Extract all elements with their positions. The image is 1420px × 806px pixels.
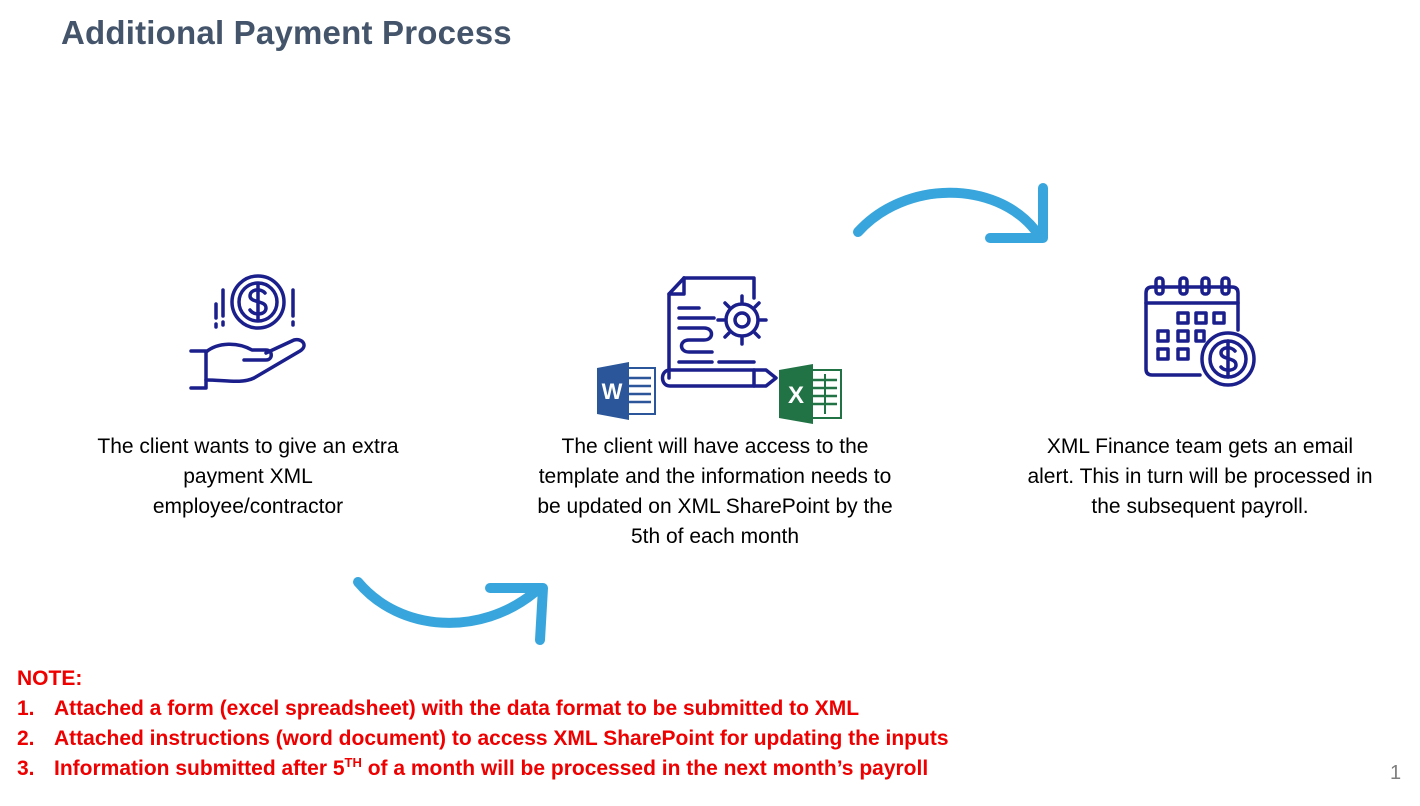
step-2-line: 5th of each month xyxy=(630,525,800,548)
step-3-description: XML Finance team gets an email alert. Th… xyxy=(1000,432,1400,522)
note-item-text: Attached instructions (word document) to… xyxy=(54,727,949,750)
note-item-number: 1. xyxy=(17,697,35,720)
excel-icon: X xyxy=(779,364,843,424)
note-item-number: 2. xyxy=(17,727,35,750)
note-item-text: Information submitted after 5TH of a mon… xyxy=(54,754,928,784)
step-1-line: payment XML xyxy=(183,465,313,488)
note-item: 2. Attached instructions (word document)… xyxy=(17,724,949,754)
note-item-text-after: of a month will be processed in the next… xyxy=(361,757,929,780)
step-2-line: be updated on XML SharePoint by the xyxy=(537,495,893,518)
note-section: NOTE: 1. Attached a form (excel spreadsh… xyxy=(17,664,949,784)
note-heading: NOTE: xyxy=(17,667,83,690)
hand-holding-dollar-icon xyxy=(186,270,311,395)
step-2-line: template and the information needs to xyxy=(538,465,892,488)
note-item-text-before: Information submitted after 5 xyxy=(54,757,345,780)
step-3-line: XML Finance team gets an email xyxy=(1046,435,1354,458)
word-letter: W xyxy=(602,379,623,404)
step-1-description: The client wants to give an extra paymen… xyxy=(68,432,428,522)
step-2-line: The client will have access to the xyxy=(561,435,869,458)
note-item-text: Attached a form (excel spreadsheet) with… xyxy=(54,697,860,720)
step-1-line: The client wants to give an extra xyxy=(97,435,399,458)
note-item-superscript: TH xyxy=(344,755,362,770)
calendar-dollar-icon xyxy=(1142,275,1262,390)
word-icon: W xyxy=(595,362,657,420)
note-item: 1. Attached a form (excel spreadsheet) w… xyxy=(17,694,949,724)
excel-letter: X xyxy=(788,382,804,409)
step-3-line: the subsequent payroll. xyxy=(1091,495,1309,518)
step-1-line: employee/contractor xyxy=(152,495,344,518)
bottom-curved-arrow-icon xyxy=(350,572,555,652)
page-title: Additional Payment Process xyxy=(61,14,512,51)
step-3-line: alert. This in turn will be processed in xyxy=(1027,465,1373,488)
page-number: 1 xyxy=(1390,762,1402,784)
note-item: 3. Information submitted after 5TH of a … xyxy=(17,754,949,784)
note-list: 1. Attached a form (excel spreadsheet) w… xyxy=(17,694,949,784)
note-item-number: 3. xyxy=(17,757,35,780)
top-curved-arrow-icon xyxy=(850,180,1055,250)
document-settings-icon xyxy=(594,270,844,425)
step-2-description: The client will have access to the templ… xyxy=(505,432,925,552)
